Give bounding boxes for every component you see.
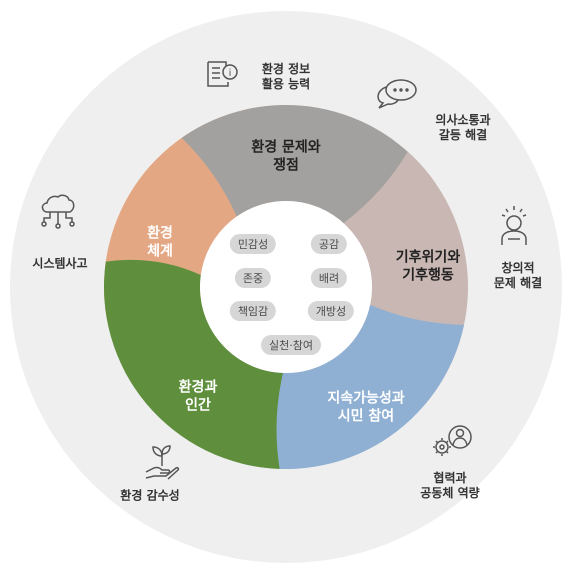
segment-label-sustainability: 지속가능성과 시민 참여: [327, 390, 405, 425]
gears-person-icon: [433, 425, 472, 456]
value-pill-practice: 실천·참여: [261, 335, 321, 355]
competency-label-communication: 의사소통과 갈등 해결: [435, 113, 491, 142]
segment-label-climate: 기후위기와 기후행동: [395, 249, 461, 284]
value-pill-responsibility: 책임감: [229, 301, 277, 321]
competency-label-creative: 창의적 문제 해결: [493, 261, 543, 290]
competency-label-systems: 시스템사고: [32, 256, 88, 271]
speech-bubble-icon: [377, 79, 417, 109]
lightbulb-person-icon: [501, 206, 527, 245]
value-pill-sensitivity: 민감성: [229, 234, 277, 254]
segment-label-system: 환경 체계: [147, 225, 173, 260]
cloud-network-icon: [41, 194, 75, 229]
value-pill-openness: 개방성: [307, 301, 355, 321]
segment-label-env-issues: 환경 문제와 쟁점: [251, 139, 321, 174]
competency-label-collaboration: 협력과 공동체 역량: [420, 471, 480, 500]
value-pill-consideration: 배려: [310, 268, 348, 288]
plant-hand-icon: [145, 445, 180, 480]
segment-human: [103, 259, 283, 469]
segment-sustain: [241, 304, 465, 469]
competency-label-sensitivity: 환경 감수성: [120, 488, 180, 503]
competency-label-info: 환경 정보 활용 능력: [261, 62, 311, 91]
value-pill-empathy: 공감: [310, 234, 348, 254]
segment-label-human: 환경과 인간: [178, 379, 218, 414]
svg-text:i: i: [229, 68, 232, 79]
value-pill-respect: 존중: [234, 268, 272, 288]
document-info-icon: i: [207, 61, 238, 87]
